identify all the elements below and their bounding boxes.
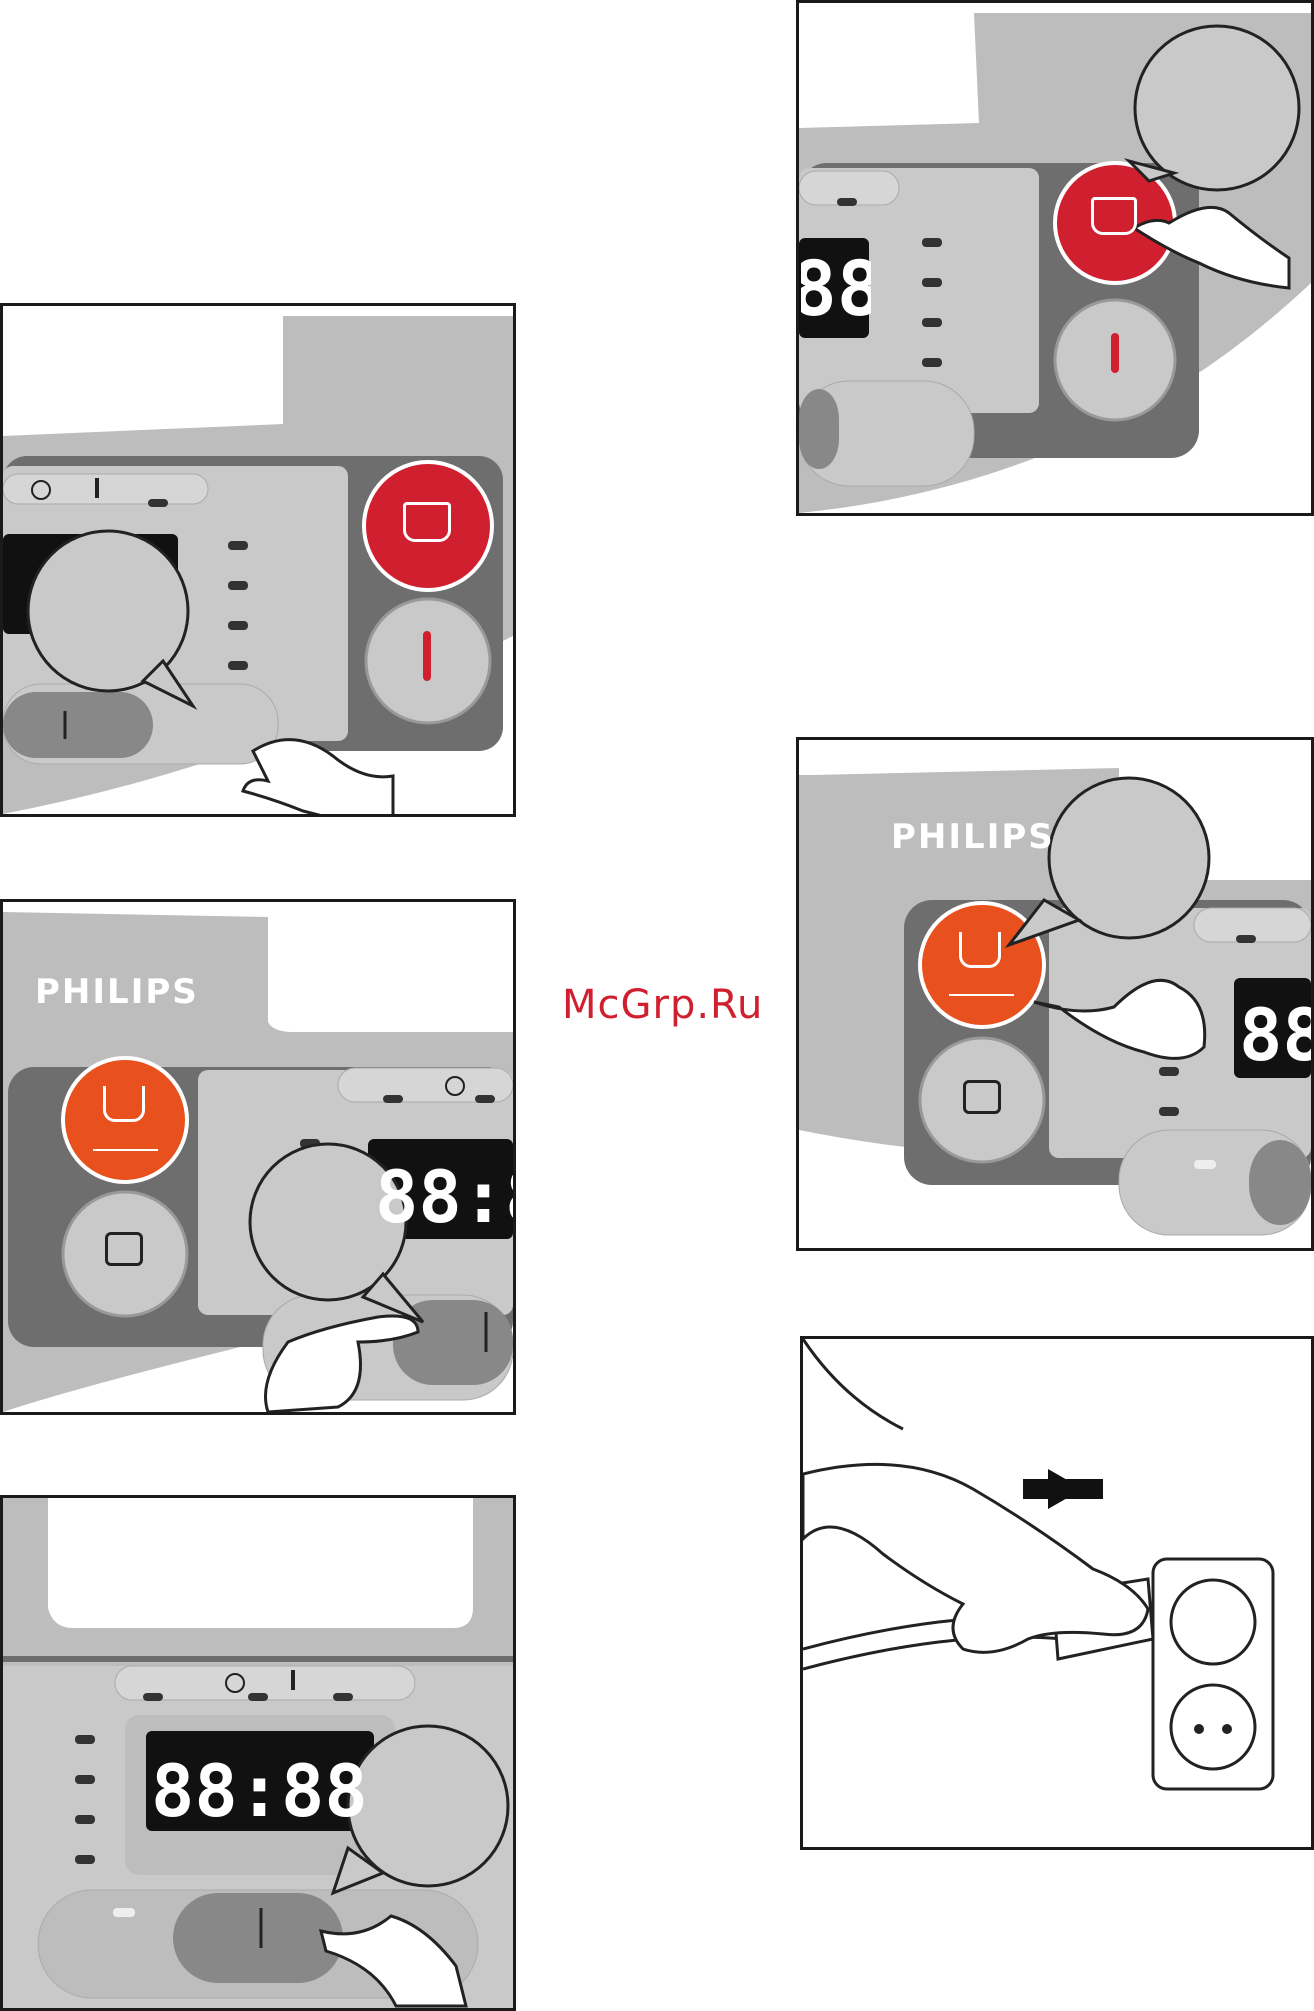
thermometer-icon[interactable] — [423, 631, 431, 681]
hand-pointer-icon — [1034, 985, 1209, 1075]
clock-icon — [225, 1673, 245, 1693]
hand-pointer-icon — [321, 1913, 471, 2008]
thermometer-icon — [291, 1670, 295, 1690]
menu-icon[interactable] — [105, 1232, 143, 1266]
clock-icon — [31, 480, 51, 500]
menu-icon[interactable] — [963, 1080, 1001, 1114]
step-panel-cook-button: 88 — [796, 0, 1314, 516]
thermometer-icon[interactable] — [1111, 333, 1119, 373]
display-digits: 88:88 — [151, 1749, 368, 1833]
hand-pointer-icon — [1139, 203, 1309, 313]
brand-logo: PHILIPS — [891, 817, 1055, 857]
lcd-display: 88 — [801, 239, 871, 339]
steam-icon[interactable] — [103, 1086, 145, 1122]
clock-icon — [445, 1076, 465, 1096]
watermark: McGrp.Ru — [562, 982, 763, 1028]
pot-icon[interactable] — [1091, 197, 1137, 235]
wall-socket-icon — [1153, 1559, 1273, 1789]
step-panel-display-start: 88:88 — [0, 1495, 516, 2011]
step-panel-steam-start: PHILIPS 88:88 — [0, 899, 516, 1415]
thermometer-icon — [95, 478, 99, 498]
brand-logo: PHILIPS — [35, 972, 199, 1012]
display-digits: 88:88 — [375, 1155, 513, 1239]
step-panel-start-button — [0, 303, 516, 817]
display-digits: 88 — [1239, 993, 1311, 1077]
hand-pointer-icon — [253, 726, 393, 816]
hand-pointer-icon — [803, 1449, 1148, 1659]
step-panel-unplug — [800, 1336, 1314, 1850]
hand-pointer-icon — [283, 1312, 423, 1412]
step-panel-steam-button: PHILIPS 88 — [796, 737, 1314, 1251]
display-digits: 88 — [801, 244, 871, 333]
steam-icon[interactable] — [959, 932, 1001, 968]
pot-icon[interactable] — [403, 502, 451, 542]
